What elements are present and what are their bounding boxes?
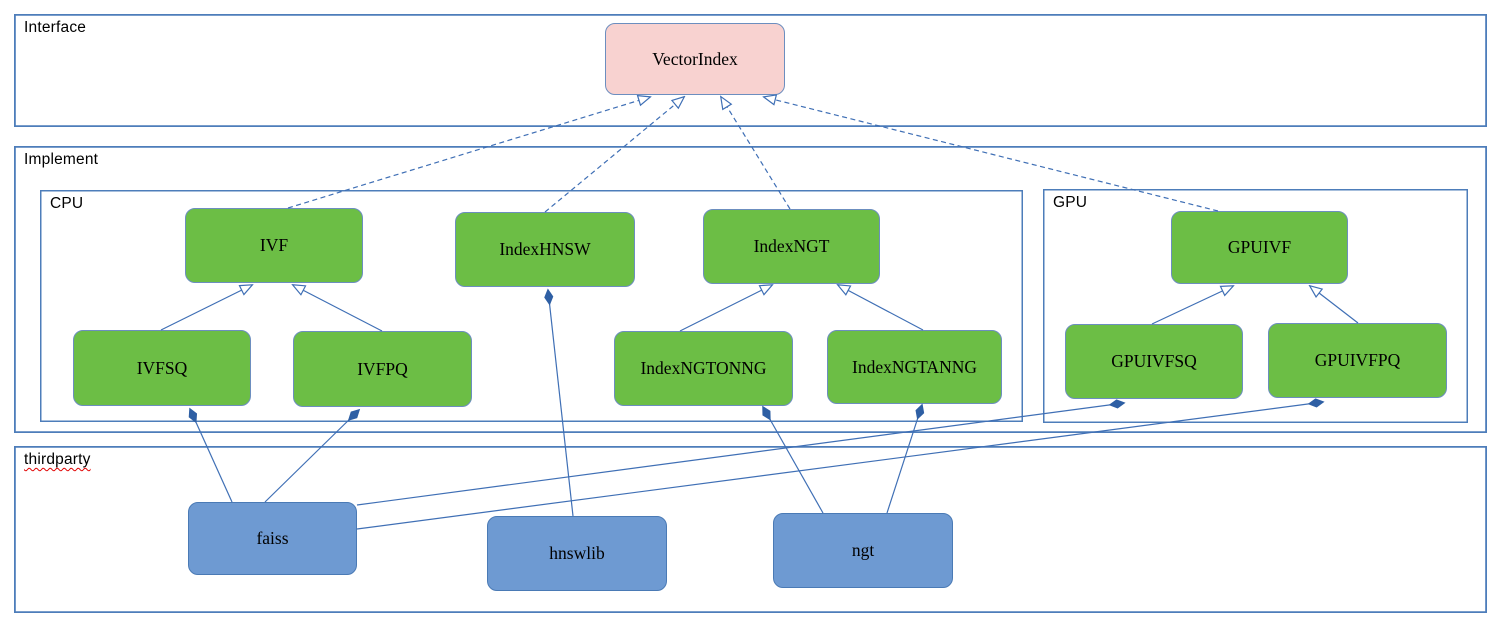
node-faiss[interactable]: faiss bbox=[188, 502, 357, 575]
edge-ngt-indexngtanng[interactable] bbox=[886, 403, 925, 514]
container-thirdparty[interactable]: thirdparty faiss hnswlib ngt bbox=[14, 446, 1487, 613]
edge-faiss-gpuivfpq[interactable] bbox=[356, 398, 1325, 530]
node-gpuivfsq[interactable]: GPUIVFSQ bbox=[1065, 324, 1243, 399]
container-thirdparty-label: thirdparty bbox=[24, 451, 91, 468]
node-gpuivfpq-label: GPUIVFPQ bbox=[1314, 350, 1401, 370]
node-hnswlib-label: hnswlib bbox=[549, 543, 605, 563]
container-implement-label: Implement bbox=[24, 151, 99, 168]
node-ngt[interactable]: ngt bbox=[773, 513, 953, 588]
edge-indexngtonng-indexngt[interactable] bbox=[679, 285, 772, 332]
node-indexhnsw-label: IndexHNSW bbox=[499, 239, 591, 259]
container-gpu[interactable]: GPU GPUIVF GPUIVFSQ GPUIVFPQ bbox=[1043, 189, 1468, 423]
container-implement[interactable]: Implement CPU IVF IndexHNSW IndexNGT IVF… bbox=[14, 146, 1487, 433]
node-ivfpq[interactable]: IVFPQ bbox=[293, 331, 472, 407]
node-ivfpq-label: IVFPQ bbox=[357, 358, 408, 379]
edge-gpuivf-vectorindex[interactable] bbox=[764, 97, 1219, 212]
edge-ivf-vectorindex[interactable] bbox=[287, 97, 650, 209]
node-gpuivf[interactable]: GPUIVF bbox=[1171, 211, 1348, 284]
node-vectorindex-label: VectorIndex bbox=[652, 48, 738, 69]
edge-faiss-gpuivfsq[interactable] bbox=[356, 399, 1126, 506]
container-cpu[interactable]: CPU IVF IndexHNSW IndexNGT IVFSQ IVFPQ I… bbox=[40, 190, 1023, 422]
container-interface-label: Interface bbox=[24, 19, 87, 36]
edge-faiss-ivfpq[interactable] bbox=[264, 408, 361, 503]
node-gpuivfpq[interactable]: GPUIVFPQ bbox=[1268, 323, 1447, 398]
node-vectorindex[interactable]: VectorIndex bbox=[605, 23, 785, 95]
container-interface[interactable]: Interface VectorIndex bbox=[14, 14, 1487, 127]
node-ivf[interactable]: IVF bbox=[185, 208, 363, 283]
node-indexngtanng[interactable]: IndexNGTANNG bbox=[827, 330, 1002, 404]
edge-hnswlib-indexhnsw[interactable] bbox=[544, 288, 574, 517]
node-gpuivf-label: GPUIVF bbox=[1227, 237, 1292, 257]
node-indexngt-label: IndexNGT bbox=[753, 236, 830, 256]
edge-ivfpq-ivf[interactable] bbox=[293, 285, 383, 332]
edge-indexngt-vectorindex[interactable] bbox=[721, 97, 791, 210]
node-indexhnsw[interactable]: IndexHNSW bbox=[455, 212, 635, 287]
node-indexngt[interactable]: IndexNGT bbox=[703, 209, 880, 284]
edge-indexngtanng-indexngt[interactable] bbox=[838, 285, 924, 331]
node-indexngtanng-label: IndexNGTANNG bbox=[852, 356, 977, 377]
container-cpu-label: CPU bbox=[50, 195, 84, 212]
edge-gpuivfpq-gpuivf[interactable] bbox=[1310, 286, 1359, 324]
edge-ngt-indexngtonng[interactable] bbox=[762, 405, 824, 514]
node-ivf-label: IVF bbox=[259, 235, 289, 255]
node-faiss-label: faiss bbox=[256, 528, 289, 548]
node-hnswlib[interactable]: hnswlib bbox=[487, 516, 667, 591]
node-ngt-label: ngt bbox=[851, 540, 875, 560]
container-gpu-label: GPU bbox=[1053, 194, 1088, 211]
node-ivfsq-label: IVFSQ bbox=[136, 357, 188, 378]
node-indexngtonng[interactable]: IndexNGTONNG bbox=[614, 331, 793, 406]
node-ivfsq[interactable]: IVFSQ bbox=[73, 330, 251, 406]
edge-indexhnsw-vectorindex[interactable] bbox=[544, 97, 684, 213]
edge-ivfsq-ivf[interactable] bbox=[160, 285, 252, 331]
edge-gpuivfsq-gpuivf[interactable] bbox=[1151, 286, 1233, 325]
edge-faiss-ivfsq[interactable] bbox=[188, 407, 233, 503]
node-indexngtonng-label: IndexNGTONNG bbox=[640, 358, 767, 378]
node-gpuivfsq-label: GPUIVFSQ bbox=[1111, 351, 1197, 371]
